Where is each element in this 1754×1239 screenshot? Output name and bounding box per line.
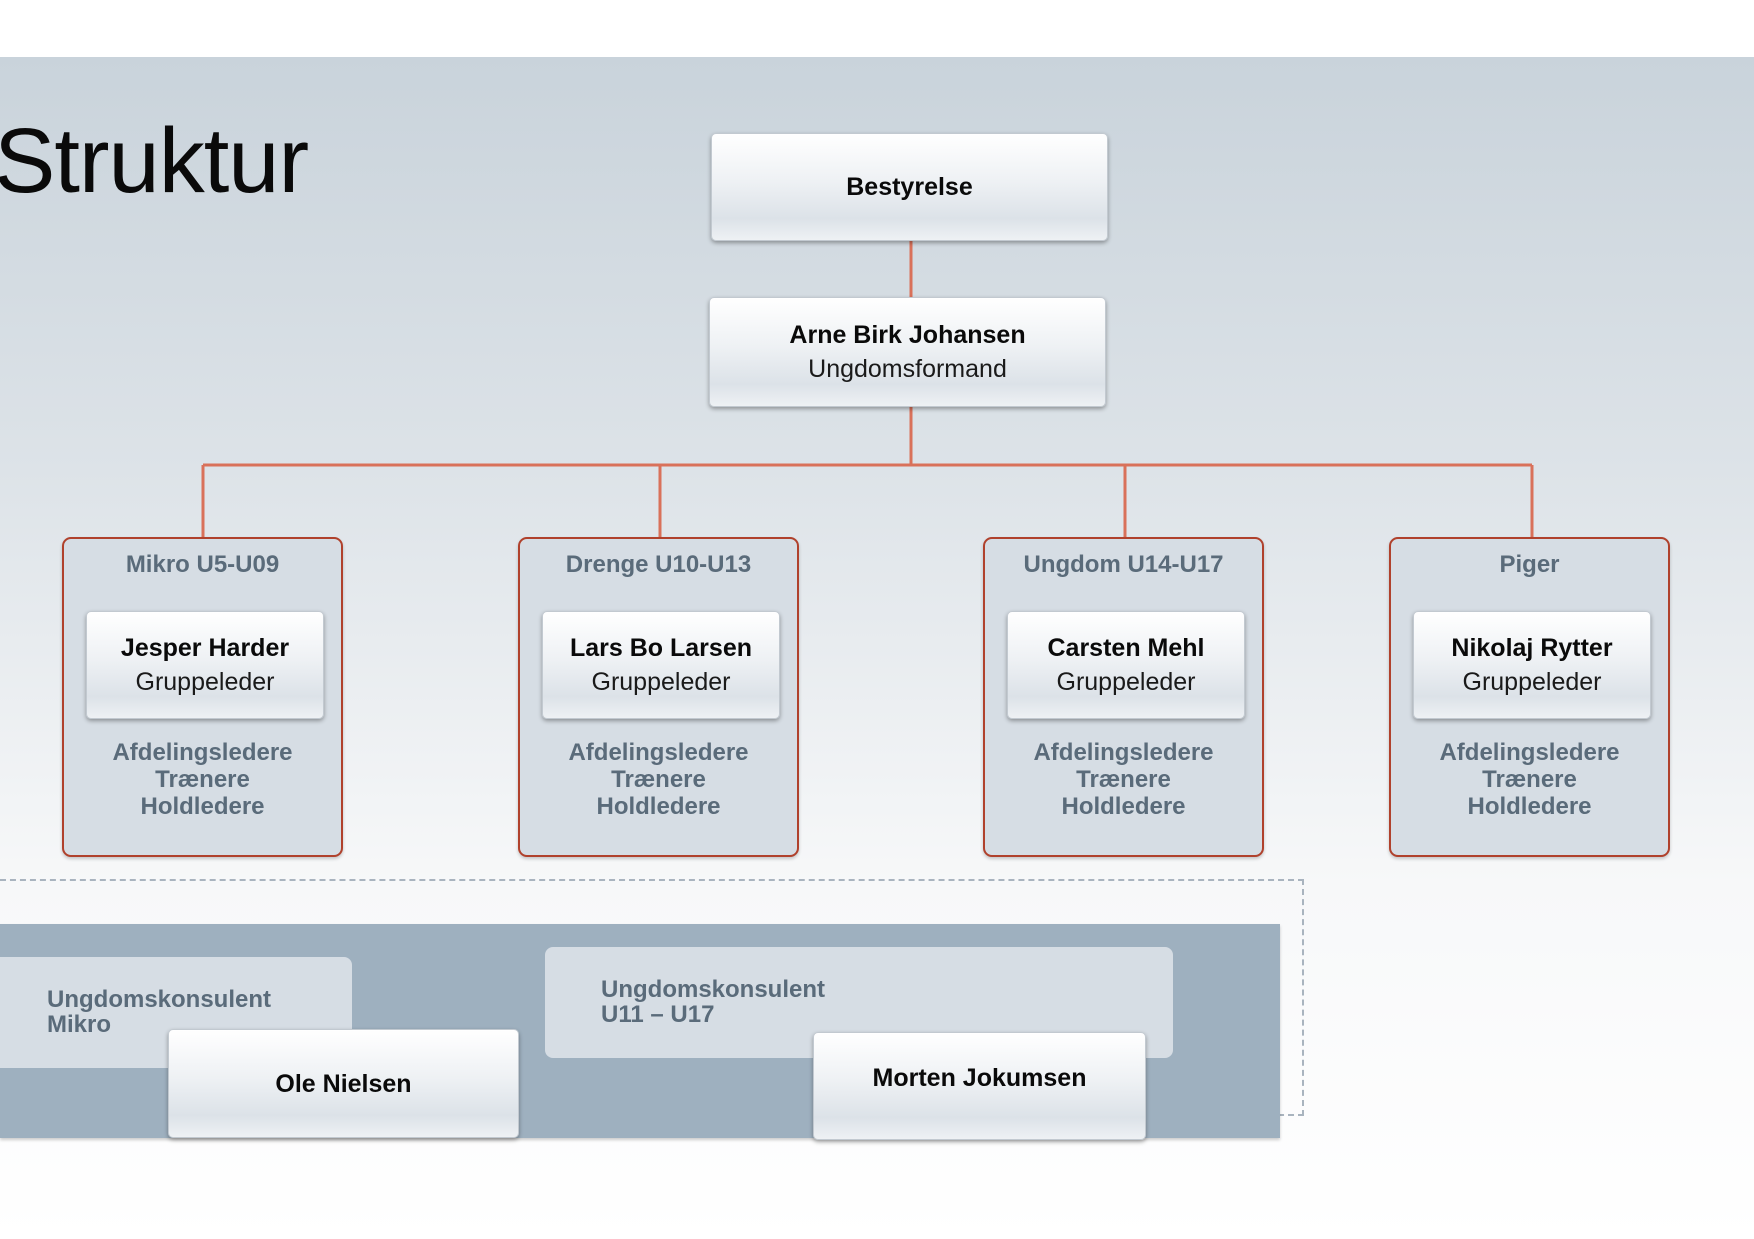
group-leader-box[interactable]: Carsten Mehl Gruppeleder	[1007, 611, 1245, 719]
leader-role: Gruppeleder	[591, 668, 731, 696]
leader-role: Gruppeleder	[1462, 668, 1602, 696]
group-leader-box[interactable]: Jesper Harder Gruppeleder	[86, 611, 324, 719]
group-piger: Piger Nikolaj Rytter Gruppeleder Afdelin…	[1389, 537, 1670, 857]
role-holdledere: Holdledere	[140, 793, 265, 820]
role-afdelingsledere: Afdelingsledere	[1033, 739, 1214, 766]
role-traenere: Trænere	[611, 766, 706, 793]
group-title: Mikro U5-U09	[125, 551, 280, 578]
consultant-scope: Mikro	[47, 1011, 112, 1038]
board-label: Bestyrelse	[846, 173, 973, 201]
group-drenge: Drenge U10-U13 Lars Bo Larsen Gruppelede…	[518, 537, 799, 857]
leader-name: Jesper Harder	[120, 634, 290, 662]
leader-name: Lars Bo Larsen	[569, 634, 752, 662]
consultant-title: Ungdomskonsulent	[47, 986, 272, 1013]
consultant-title: Ungdomskonsulent	[601, 976, 826, 1003]
leader-role: Gruppeleder	[135, 668, 275, 696]
role-afdelingsledere: Afdelingsledere	[568, 739, 749, 766]
group-roles: Afdelingsledere Trænere Holdledere	[1391, 739, 1668, 820]
group-roles: Afdelingsledere Trænere Holdledere	[64, 739, 341, 820]
group-leader-box[interactable]: Nikolaj Rytter Gruppeleder	[1413, 611, 1651, 719]
consultant-name: Morten Jokumsen	[872, 1064, 1087, 1092]
group-title: Drenge U10-U13	[565, 551, 752, 578]
group-title: Piger	[1499, 551, 1560, 578]
group-ungdom: Ungdom U14-U17 Carsten Mehl Gruppeleder …	[983, 537, 1264, 857]
consultant-scope: U11 – U17	[601, 1001, 715, 1028]
role-afdelingsledere: Afdelingsledere	[1439, 739, 1620, 766]
role-traenere: Trænere	[1482, 766, 1577, 793]
chair-box[interactable]: Arne Birk Johansen Ungdomsformand	[709, 297, 1106, 407]
consultant-name: Ole Nielsen	[275, 1069, 412, 1098]
group-title: Ungdom U14-U17	[1023, 551, 1224, 578]
group-roles: Afdelingsledere Trænere Holdledere	[520, 739, 797, 820]
role-holdledere: Holdledere	[1061, 793, 1186, 820]
board-box[interactable]: Bestyrelse	[711, 133, 1108, 241]
group-leader-box[interactable]: Lars Bo Larsen Gruppeleder	[542, 611, 780, 719]
role-holdledere: Holdledere	[1467, 793, 1592, 820]
consultant-person-box[interactable]: Morten Jokumsen	[813, 1032, 1146, 1140]
leader-role: Gruppeleder	[1056, 668, 1196, 696]
role-traenere: Trænere	[155, 766, 250, 793]
consultant-person-box[interactable]: Ole Nielsen	[168, 1029, 519, 1138]
group-roles: Afdelingsledere Trænere Holdledere	[985, 739, 1262, 820]
chair-role: Ungdomsformand	[808, 355, 1007, 383]
chair-name: Arne Birk Johansen	[789, 321, 1026, 349]
role-afdelingsledere: Afdelingsledere	[112, 739, 293, 766]
group-mikro: Mikro U5-U09 Jesper Harder Gruppeleder A…	[62, 537, 343, 857]
role-holdledere: Holdledere	[596, 793, 721, 820]
leader-name: Nikolaj Rytter	[1451, 634, 1613, 662]
slide-title: Struktur	[0, 110, 309, 212]
leader-name: Carsten Mehl	[1047, 634, 1205, 662]
role-traenere: Trænere	[1076, 766, 1171, 793]
